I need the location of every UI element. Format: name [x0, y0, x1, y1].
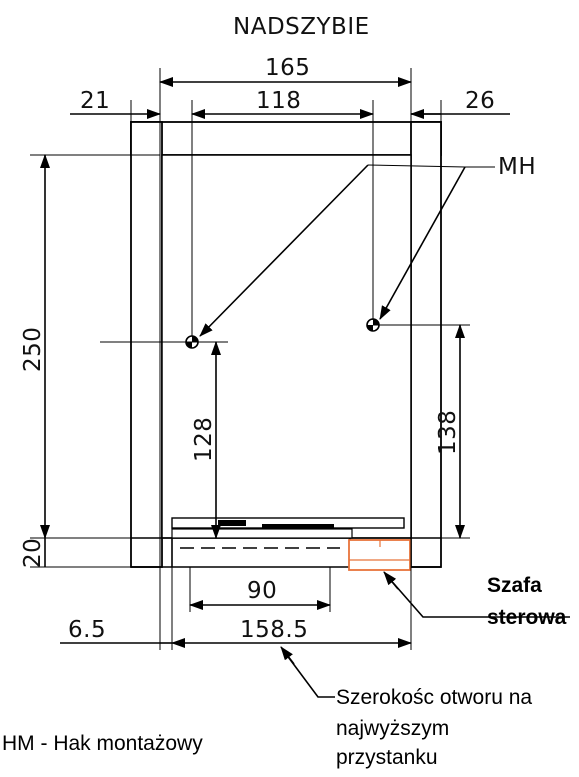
- dim-left-wall: 21: [80, 88, 110, 114]
- label-cabinet-line2: sterowa: [487, 606, 567, 629]
- control-cabinet: [348, 539, 411, 571]
- label-opening-line3: przystanku: [336, 746, 438, 769]
- shaft-interior: [161, 154, 412, 539]
- dim-height: 250: [20, 327, 46, 372]
- dim-hook-right: 138: [435, 410, 461, 455]
- dim-total-width: 165: [265, 55, 310, 81]
- right-wall: [410, 121, 442, 568]
- label-opening-line2: najwyższym: [336, 717, 449, 740]
- legend: HM - Hak montażowy: [2, 732, 203, 755]
- dim-opening: 158.5: [240, 617, 308, 643]
- label-mh: MH: [498, 154, 536, 180]
- dim-inner-span: 118: [256, 88, 301, 114]
- dim-left-offset: 6.5: [68, 617, 106, 643]
- dim-right-wall: 26: [465, 88, 495, 114]
- left-wall: [130, 121, 163, 568]
- leader-lines: [199, 164, 570, 698]
- dim-hook-left: 128: [191, 417, 217, 462]
- dimension-lines: [40, 77, 510, 648]
- label-cabinet-line1: Szafa: [487, 574, 542, 597]
- door-sill: [131, 517, 441, 568]
- label-opening-line1: Szerokośc otworu na: [336, 686, 532, 709]
- top-label: NADSZYBIE: [233, 14, 370, 40]
- dim-door: 90: [247, 578, 277, 604]
- dim-pit: 20: [20, 538, 46, 568]
- top-wall: [130, 121, 442, 156]
- shaft-walls: [130, 121, 442, 568]
